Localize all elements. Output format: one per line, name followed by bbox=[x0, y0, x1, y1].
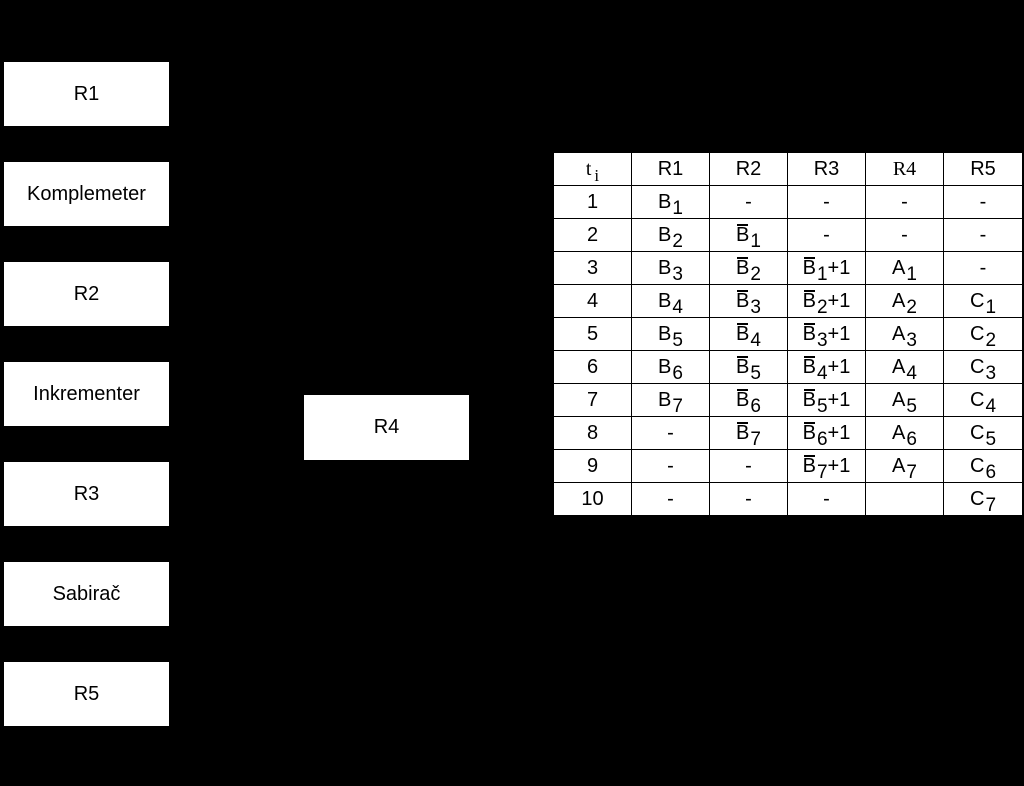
cell-time-step: 10 bbox=[553, 482, 632, 516]
cell-r2: B5 bbox=[709, 350, 788, 384]
cell-time-step: 9 bbox=[553, 449, 632, 483]
header-r4: R4 bbox=[865, 152, 944, 186]
cell-r5: - bbox=[943, 185, 1023, 219]
cell-r5: C7 bbox=[943, 482, 1023, 516]
cell-r2: B2 bbox=[709, 251, 788, 285]
cell-r2: - bbox=[709, 482, 788, 516]
cell-r4: A6 bbox=[865, 416, 944, 450]
cell-time-step: 1 bbox=[553, 185, 632, 219]
cell-r5: C4 bbox=[943, 383, 1023, 417]
header-r2: R2 bbox=[709, 152, 788, 186]
cell-r1: B6 bbox=[631, 350, 710, 384]
cell-r2: B6 bbox=[709, 383, 788, 417]
cell-r3: - bbox=[787, 185, 866, 219]
cell-time-step: 4 bbox=[553, 284, 632, 318]
cell-r4: A3 bbox=[865, 317, 944, 351]
cell-r4: A7 bbox=[865, 449, 944, 483]
cell-r5: C6 bbox=[943, 449, 1023, 483]
complementer-label: Komplemeter bbox=[27, 182, 146, 205]
cell-r1: B2 bbox=[631, 218, 710, 252]
cell-time-step: 2 bbox=[553, 218, 632, 252]
cell-time-step: 7 bbox=[553, 383, 632, 417]
cell-r3: B5+1 bbox=[787, 383, 866, 417]
cell-r1: B1 bbox=[631, 185, 710, 219]
register-r2-label: R2 bbox=[73, 282, 100, 305]
cell-r4: A5 bbox=[865, 383, 944, 417]
register-r4-block: R4 bbox=[303, 394, 470, 461]
register-r1-block: R1 bbox=[3, 61, 170, 127]
cell-r1: - bbox=[631, 416, 710, 450]
cell-r1: B4 bbox=[631, 284, 710, 318]
cell-r3: B4+1 bbox=[787, 350, 866, 384]
cell-r3: B1+1 bbox=[787, 251, 866, 285]
cell-r2: - bbox=[709, 449, 788, 483]
cell-r1: - bbox=[631, 482, 710, 516]
cell-r2: B4 bbox=[709, 317, 788, 351]
cell-r4: - bbox=[865, 185, 944, 219]
cell-r3: B6+1 bbox=[787, 416, 866, 450]
register-r3-block: R3 bbox=[3, 461, 170, 527]
cell-r2: B1 bbox=[709, 218, 788, 252]
register-r1-label: R1 bbox=[73, 82, 100, 105]
cell-r2: B3 bbox=[709, 284, 788, 318]
header-r1: R1 bbox=[631, 152, 710, 186]
incrementer-block: Inkrementer bbox=[3, 361, 170, 427]
cell-time-step: 6 bbox=[553, 350, 632, 384]
cell-r1: - bbox=[631, 449, 710, 483]
cell-r5: - bbox=[943, 218, 1023, 252]
register-r3-label: R3 bbox=[73, 482, 100, 505]
cell-r3: B3+1 bbox=[787, 317, 866, 351]
register-r5-block: R5 bbox=[3, 661, 170, 727]
cell-r3: B2+1 bbox=[787, 284, 866, 318]
cell-r1: B3 bbox=[631, 251, 710, 285]
cell-r5: C1 bbox=[943, 284, 1023, 318]
adder-label: Sabirač bbox=[52, 582, 121, 605]
incrementer-label: Inkrementer bbox=[33, 382, 140, 405]
table-row: 10---C7 bbox=[553, 482, 1023, 516]
cell-r4: A2 bbox=[865, 284, 944, 318]
cell-r3: B7+1 bbox=[787, 449, 866, 483]
cell-time-step: 8 bbox=[553, 416, 632, 450]
cell-r1: B5 bbox=[631, 317, 710, 351]
cell-r2: B7 bbox=[709, 416, 788, 450]
register-r5-label: R5 bbox=[73, 682, 100, 705]
cell-time-step: 5 bbox=[553, 317, 632, 351]
header-r3: R3 bbox=[787, 152, 866, 186]
adder-block: Sabirač bbox=[3, 561, 170, 627]
header-time-subscript: i bbox=[594, 165, 600, 185]
cell-r5: C5 bbox=[943, 416, 1023, 450]
cell-r5: C3 bbox=[943, 350, 1023, 384]
register-r2-block: R2 bbox=[3, 261, 170, 327]
cell-r1: B7 bbox=[631, 383, 710, 417]
cell-r2: - bbox=[709, 185, 788, 219]
cell-r5: - bbox=[943, 251, 1023, 285]
cell-r3: - bbox=[787, 218, 866, 252]
cell-time-step: 3 bbox=[553, 251, 632, 285]
cell-r3: - bbox=[787, 482, 866, 516]
cell-r4 bbox=[865, 482, 944, 516]
cell-r4: A1 bbox=[865, 251, 944, 285]
header-r5: R5 bbox=[943, 152, 1023, 186]
complementer-block: Komplemeter bbox=[3, 161, 170, 227]
cell-r5: C2 bbox=[943, 317, 1023, 351]
register-r4-label: R4 bbox=[373, 416, 400, 438]
cell-r4: A4 bbox=[865, 350, 944, 384]
cell-r4: - bbox=[865, 218, 944, 252]
